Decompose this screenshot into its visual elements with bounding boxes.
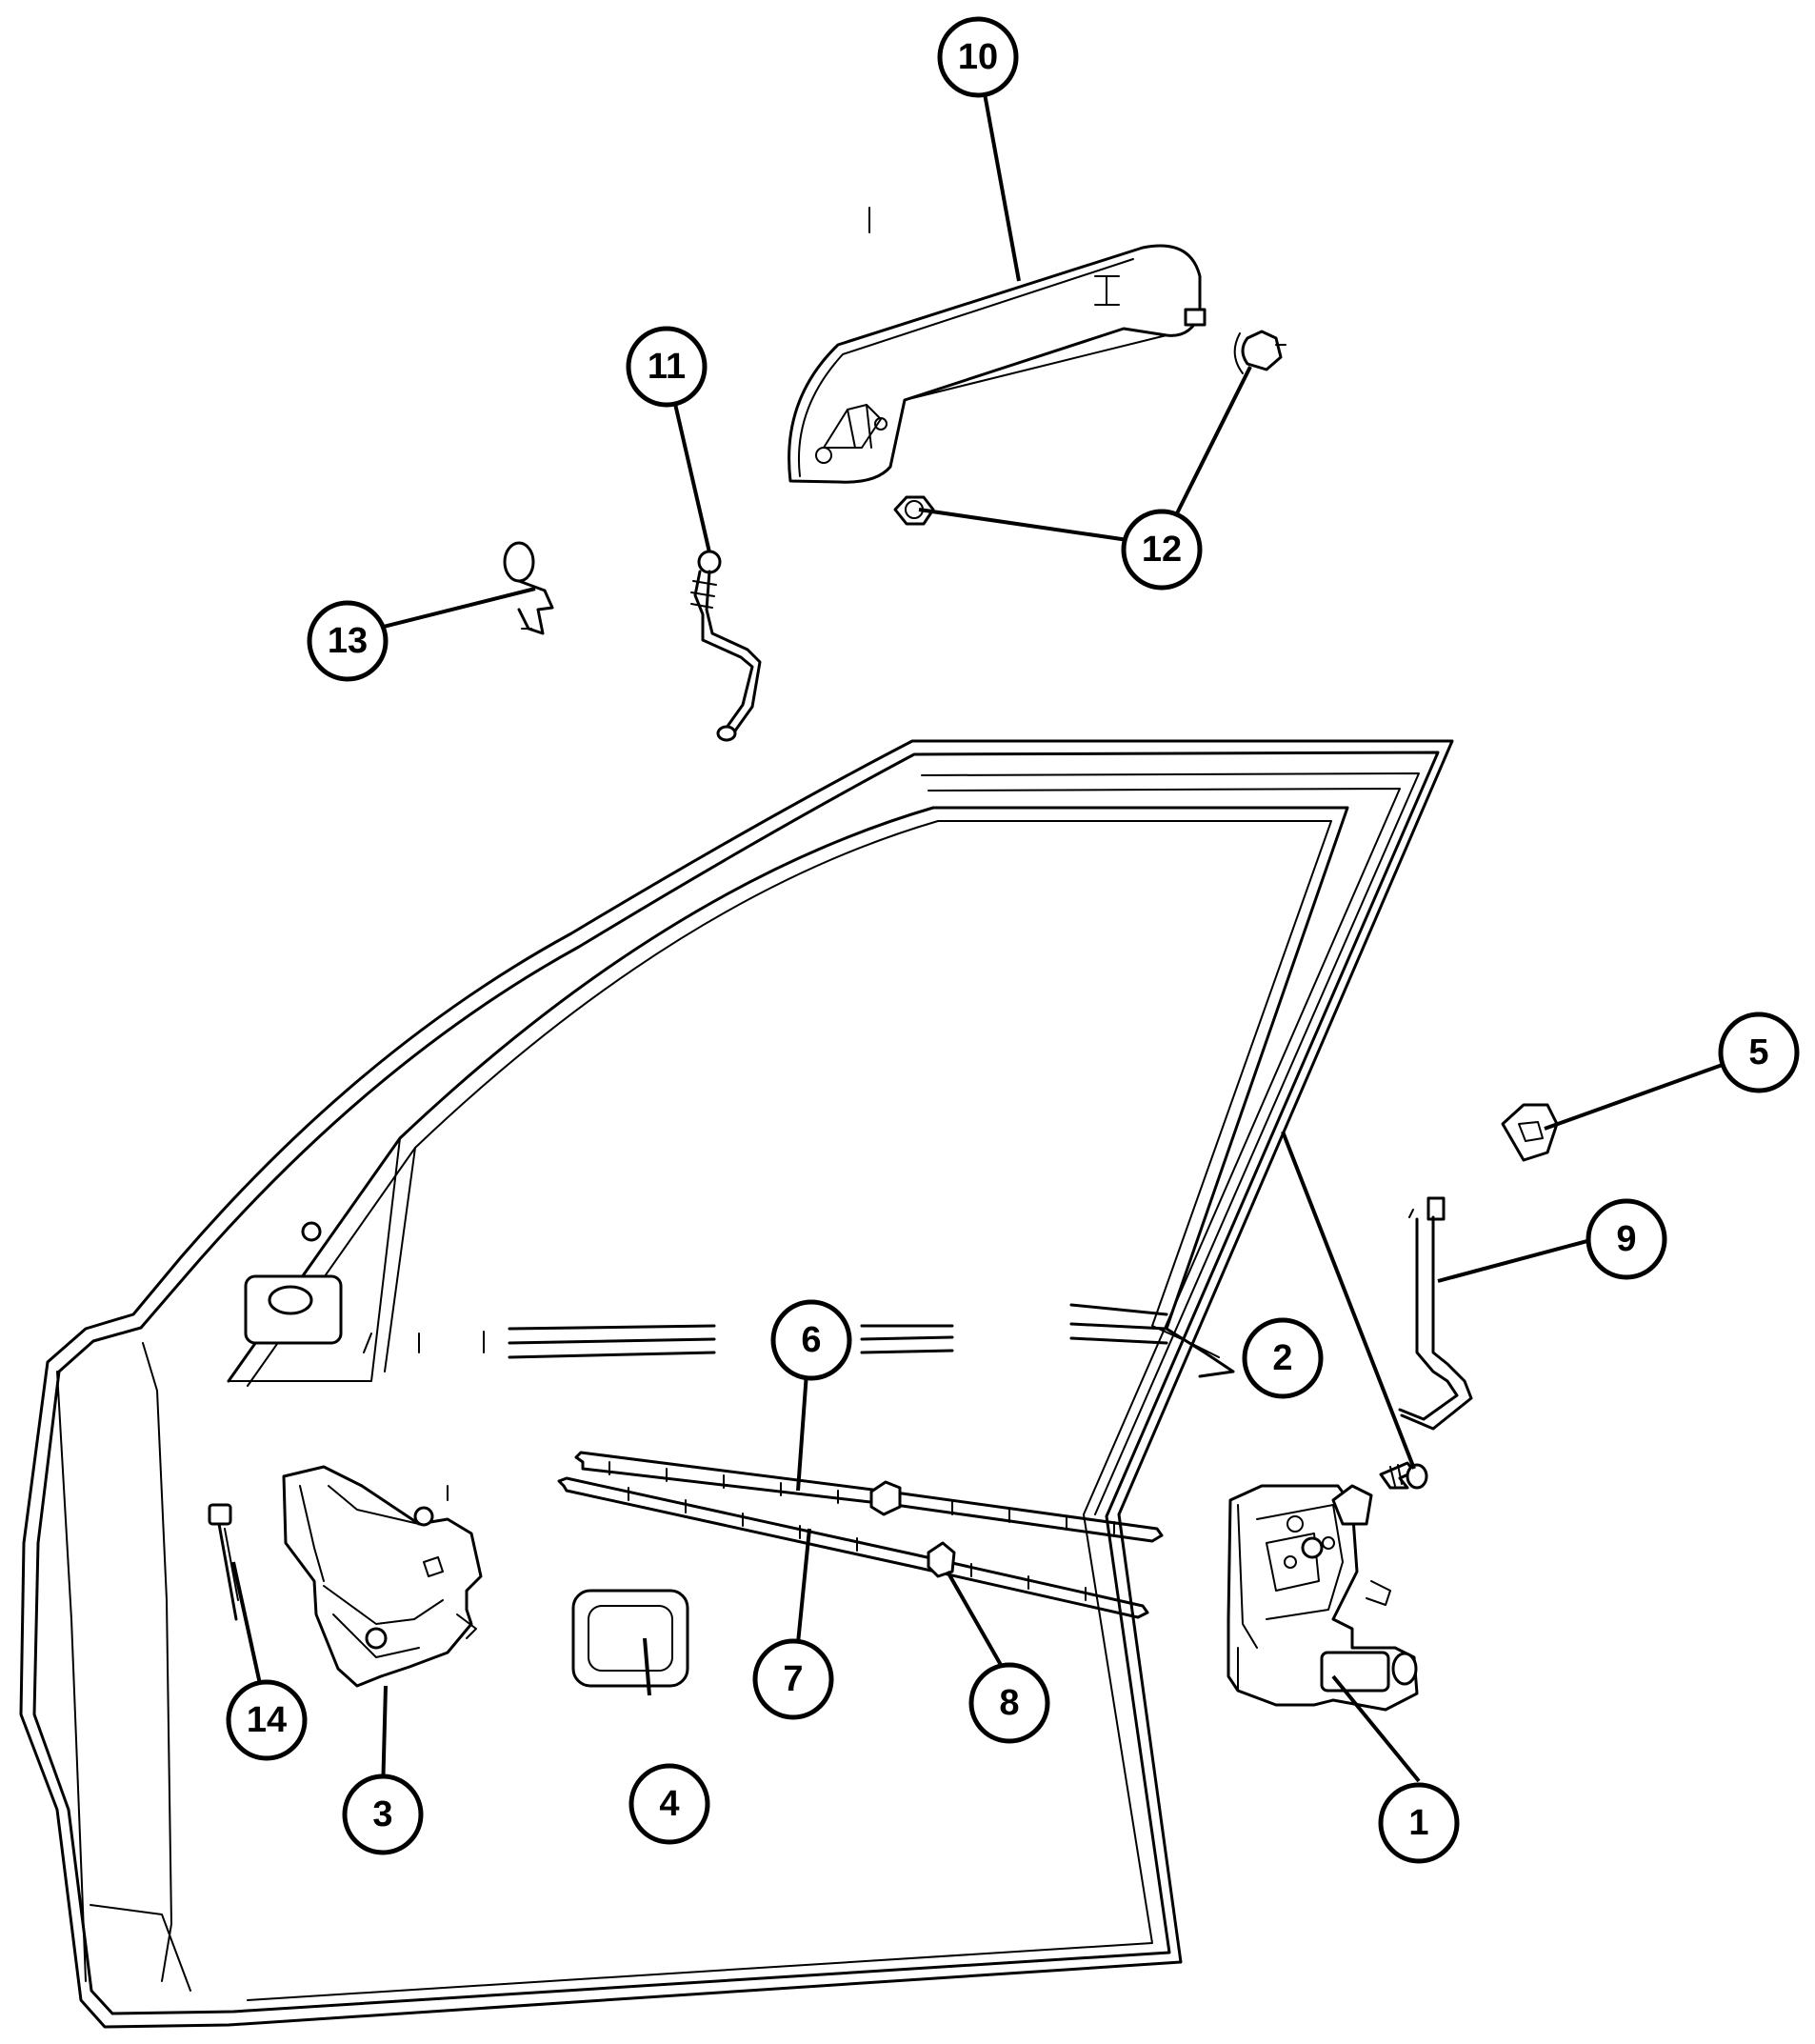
callouts: 1 2 3 4 5 6 7 8 <box>226 16 1800 1864</box>
latch-screw <box>1379 1461 1428 1490</box>
door-latch-assembly <box>1227 1484 1419 1712</box>
callout-8-label: 8 <box>999 1683 1019 1723</box>
callout-11-label: 11 <box>648 347 686 387</box>
callout-14-label: 14 <box>247 1700 287 1740</box>
callout-6: 6 <box>770 1299 852 1381</box>
handle-bolt <box>208 1503 239 1621</box>
retainer-clip <box>1501 1103 1559 1162</box>
link-rod <box>690 550 762 742</box>
callout-1-label: 1 <box>1408 1803 1428 1843</box>
callout-6-label: 6 <box>801 1320 821 1360</box>
mounting-nuts <box>893 330 1286 526</box>
callout-3: 3 <box>342 1773 424 1855</box>
door-shell <box>19 207 1454 2029</box>
callout-8: 8 <box>968 1662 1050 1744</box>
callout-7: 7 <box>752 1638 834 1720</box>
callout-5: 5 <box>1718 1012 1800 1093</box>
callout-9-label: 9 <box>1616 1219 1636 1259</box>
callout-3-label: 3 <box>372 1794 392 1834</box>
callout-10-label: 10 <box>958 37 998 77</box>
callout-4-label: 4 <box>659 1784 679 1824</box>
callout-14: 14 <box>226 1679 308 1761</box>
callout-7-label: 7 <box>783 1659 803 1699</box>
callout-2-label: 2 <box>1272 1338 1292 1378</box>
callout-12: 12 <box>1121 509 1203 591</box>
lock-rod <box>1398 1196 1473 1431</box>
access-hole-seal <box>571 1589 689 1688</box>
callout-11: 11 <box>626 326 708 408</box>
callout-10: 10 <box>937 16 1019 98</box>
callout-1: 1 <box>1378 1782 1460 1864</box>
outside-handle <box>788 244 1207 484</box>
callout-4: 4 <box>628 1763 710 1845</box>
callout-2: 2 <box>1242 1317 1324 1399</box>
callout-13-label: 13 <box>328 621 368 661</box>
inside-handle <box>282 1465 483 1688</box>
linkage-rods <box>557 1451 1164 1619</box>
callout-13: 13 <box>307 600 389 682</box>
callout-12-label: 12 <box>1142 530 1182 570</box>
lock-cylinder-clip <box>503 541 554 635</box>
callout-5-label: 5 <box>1748 1032 1768 1072</box>
callout-9: 9 <box>1586 1198 1667 1280</box>
